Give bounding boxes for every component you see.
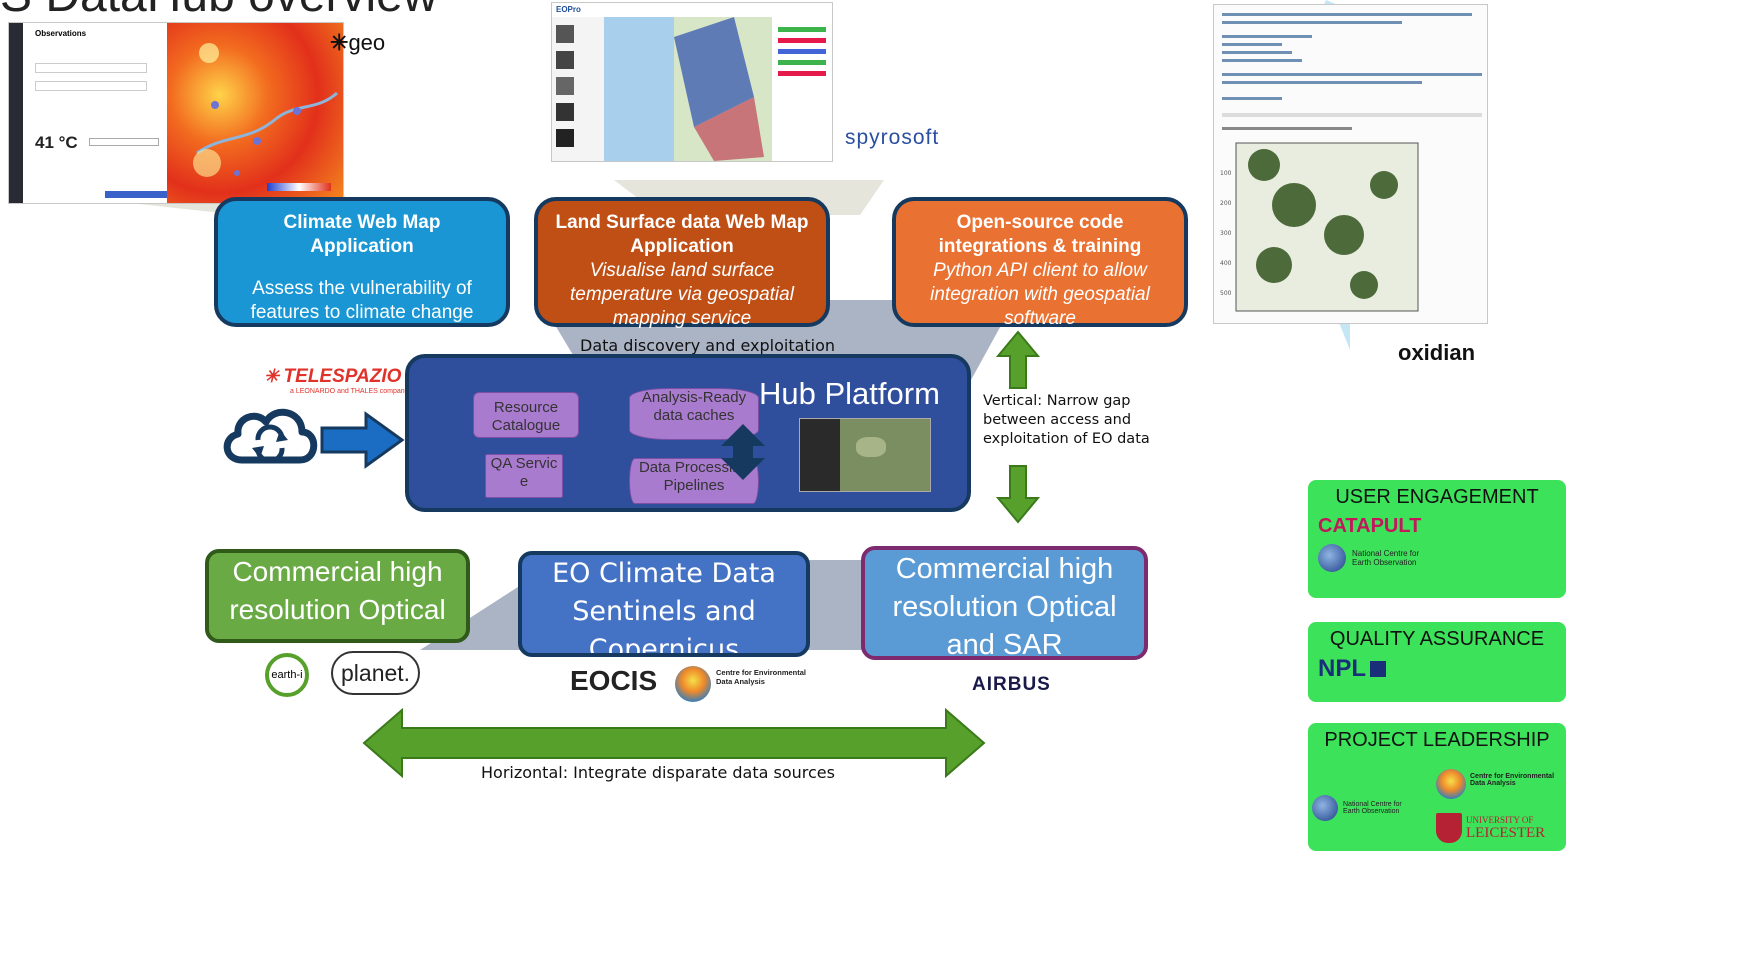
hub-platform-box: Hub Platform Resource Catalogue QA Servi… (405, 354, 971, 512)
oxidian-logo: oxidian (1398, 340, 1476, 365)
cell-divider (1222, 113, 1482, 117)
spyrosoft-logo: spyrosoft (845, 126, 940, 149)
resource-catalogue-cylinder: Resource Catalogue (473, 392, 579, 438)
ceda-globe-icon (675, 666, 711, 702)
geo-logo: ✳geo (330, 30, 386, 55)
eopro-map (604, 17, 772, 161)
project-leadership-label: PROJECT LEADERSHIP (1324, 729, 1550, 751)
ceda-logo-small: Centre for Environmental Data Analysis (1470, 773, 1555, 787)
quality-assurance-label: QUALITY ASSURANCE (1329, 628, 1545, 650)
satellite-footprint (674, 17, 754, 127)
page-title: S DataHub overview (0, 0, 438, 23)
eo-climate-data-box: EO Climate Data Sentinels and Copernicus (518, 551, 810, 657)
earthi-logo: earth-i (265, 653, 309, 697)
heat-map (167, 23, 343, 203)
map-marker (253, 137, 261, 145)
svg-text:300: 300 (1220, 230, 1232, 237)
leicester-logo: UNIVERSITY OF LEICESTER (1466, 815, 1546, 841)
nceo-logo: National Centre for Earth Observation (1318, 544, 1556, 572)
nceo-globe-icon (1318, 544, 1346, 572)
telespazio-logo: ✳ TELESPAZIO a LEONARDO and THALES compa… (264, 366, 409, 395)
svg-text:100: 100 (1220, 170, 1232, 177)
land-screenshot: EOPro (551, 2, 833, 162)
temperature-value: 41 °C (35, 133, 78, 152)
project-leadership-panel: PROJECT LEADERSHIP Centre for Environmen… (1308, 723, 1566, 851)
cool-area (193, 149, 221, 177)
svg-text:500: 500 (1220, 290, 1232, 297)
hub-screenshot (799, 418, 931, 492)
cloud-sync-icon (223, 408, 318, 464)
user-engagement-panel: USER ENGAGEMENT CATAPULT National Centre… (1308, 480, 1566, 598)
climate-web-map-box: Climate Web Map Application Assess the v… (214, 197, 510, 327)
layer-panel (774, 21, 830, 141)
climate-app-desc: Assess the vulnerability of features to … (250, 278, 474, 323)
commercial-optical-sar-box: Commercial high resolution Optical and S… (861, 546, 1148, 660)
opensource-desc: Python API client to allow integration w… (930, 260, 1150, 329)
river-path (196, 91, 339, 155)
code-lines (1222, 13, 1482, 100)
horizontal-double-arrow (362, 708, 986, 778)
asterisk-icon: ✳ (330, 30, 349, 55)
eopro-label: EOPro (556, 5, 581, 14)
land-app-desc: Visualise land surface temperature via g… (570, 260, 794, 329)
eocis-logo: EOCIS (570, 665, 658, 696)
npl-square-icon (1370, 661, 1386, 677)
land-surface-web-map-box: Land Surface data Web Map Application Vi… (534, 197, 830, 329)
app-sidebar (9, 23, 23, 203)
vertical-note: Vertical: Narrow gap between access and … (983, 393, 1150, 447)
qa-service-box: QA Servic e (485, 454, 563, 498)
observations-label: Observations (35, 29, 87, 38)
sea-area (604, 17, 674, 161)
user-engagement-label: USER ENGAGEMENT (1335, 486, 1539, 508)
map-marker (234, 170, 240, 176)
up-down-arrow-icon (721, 424, 765, 480)
horizontal-note: Horizontal: Integrate disparate data sou… (481, 763, 835, 782)
opensource-box: Open-source code integrations & training… (892, 197, 1188, 329)
screenshot-input (35, 63, 147, 73)
svg-text:400: 400 (1220, 260, 1232, 267)
thumbnail-panel (552, 17, 604, 161)
screenshot-input (35, 81, 147, 91)
plot-ticks: 100 200 300 400 500 (1220, 170, 1232, 297)
svg-text:200: 200 (1220, 200, 1232, 207)
vegetation-patches (1248, 149, 1398, 299)
right-arrow-icon (320, 411, 405, 469)
climate-app-title: Climate Web Map Application (283, 212, 441, 257)
map-marker (293, 107, 301, 115)
data-discovery-label: Data discovery and exploitation (580, 336, 836, 355)
map-marker (211, 101, 219, 109)
nceo-logo-small: National Centre for Earth Observation (1312, 795, 1413, 821)
npl-logo: NPL (1318, 655, 1556, 683)
map-legend (267, 183, 331, 191)
leicester-shield-icon (1436, 813, 1462, 843)
climate-screenshot: Observations 41 °C (8, 22, 344, 204)
satellite-footprint (694, 97, 764, 161)
ceda-globe-icon (1436, 769, 1466, 799)
hub-title: Hub Platform (759, 376, 940, 411)
ceda-logo: Centre for Environmental Data Analysis (716, 668, 807, 686)
catapult-logo: CATAPULT (1318, 515, 1422, 537)
telespazio-star-icon: ✳ (264, 366, 280, 386)
planet-logo: planet. (331, 651, 421, 695)
quality-assurance-panel: QUALITY ASSURANCE NPL (1308, 622, 1566, 702)
commercial-optical-box: Commercial high resolution Optical (205, 549, 470, 643)
screenshot-slider (89, 138, 159, 146)
output-text (1222, 127, 1352, 130)
screenshot-button (105, 191, 175, 198)
ard-caches-cylinder: Analysis-Ready data caches (629, 388, 759, 440)
airbus-logo: AIRBUS (972, 674, 1051, 695)
opensource-title: Open-source code integrations & training (938, 212, 1142, 257)
vertical-double-arrow (996, 330, 1040, 524)
nceo-globe-icon (1312, 795, 1338, 821)
cool-area (199, 43, 219, 63)
notebook-screenshot: 100 200 300 400 500 (1213, 4, 1488, 324)
land-app-title: Land Surface data Web Map Application (555, 212, 809, 257)
